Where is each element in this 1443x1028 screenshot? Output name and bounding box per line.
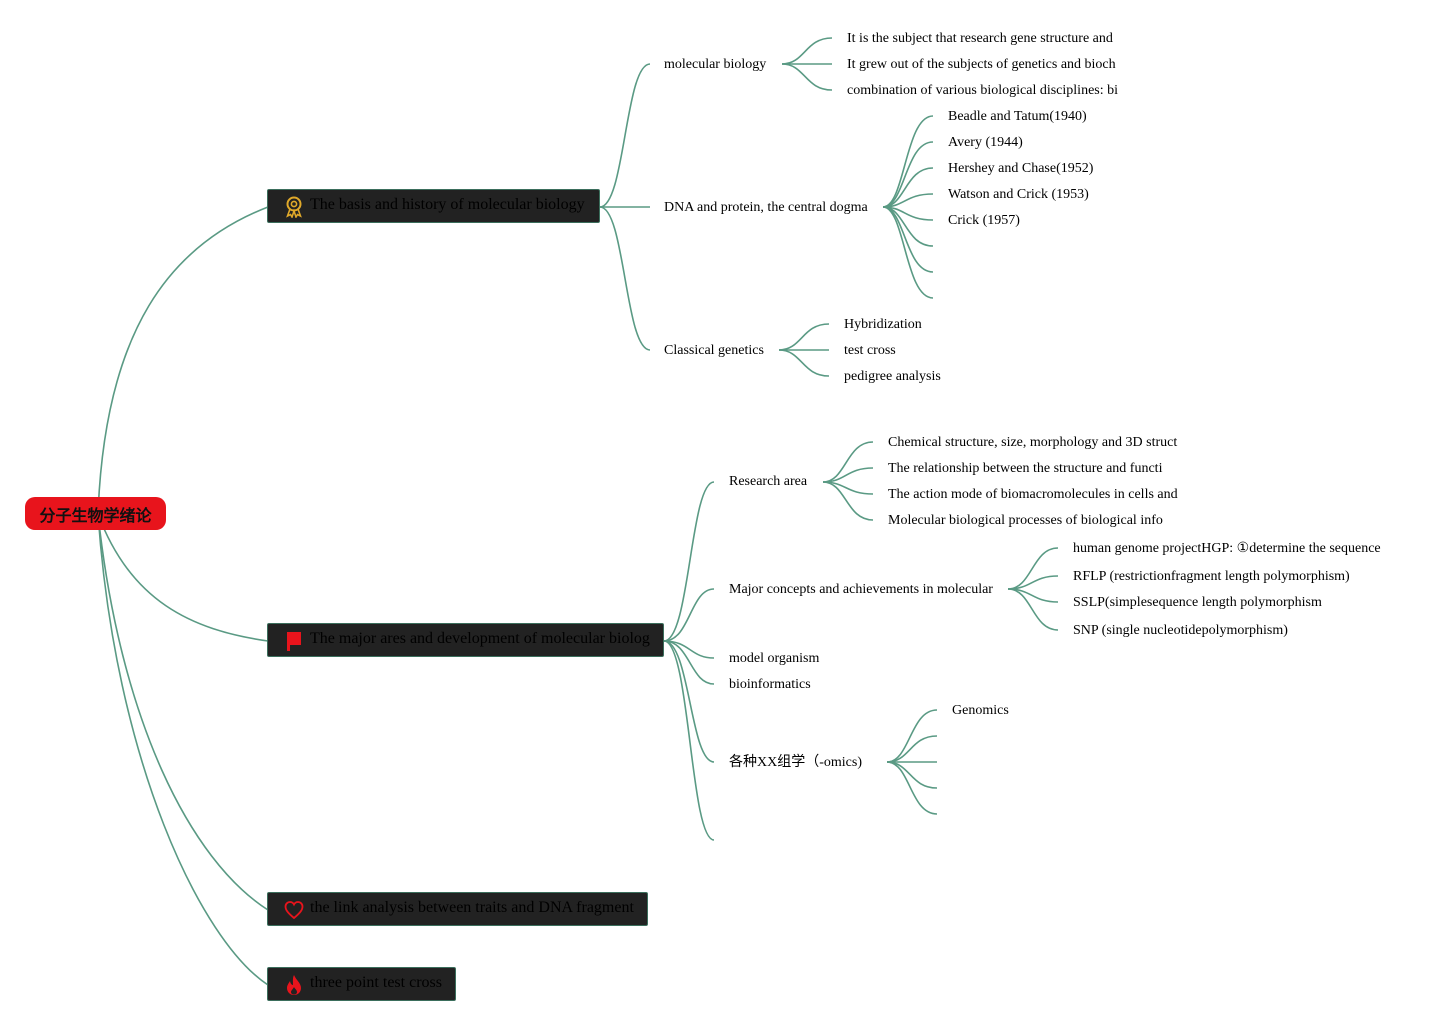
leaf-topic[interactable]: Hershey and Chase(1952) bbox=[948, 161, 1094, 176]
subtopic-molecular-biology[interactable]: molecular biology bbox=[664, 57, 767, 72]
leaf-topic[interactable]: Hybridization bbox=[844, 317, 922, 332]
root-topic-label: 分子生物学绪论 bbox=[39, 505, 152, 525]
leaf-topic[interactable]: The action mode of biomacromolecules in … bbox=[888, 487, 1178, 502]
main-topic-label: The basis and history of molecular biolo… bbox=[310, 196, 585, 213]
subtopic-bioinformatics[interactable]: bioinformatics bbox=[729, 677, 811, 692]
leaf-topic[interactable]: Chemical structure, size, morphology and… bbox=[888, 435, 1178, 450]
leaf-topic[interactable]: SSLP(simplesequence length polymorphism bbox=[1073, 595, 1322, 610]
subtopic-central-dogma[interactable]: DNA and protein, the central dogma bbox=[664, 200, 868, 215]
award-ribbon-icon bbox=[286, 196, 302, 218]
leaf-topic[interactable]: pedigree analysis bbox=[844, 369, 941, 384]
main-topic-label: the link analysis between traits and DNA… bbox=[310, 899, 634, 916]
subtopic-omics[interactable]: 各种XX组学（-omics) bbox=[729, 755, 862, 770]
leaf-topic[interactable]: The relationship between the structure a… bbox=[888, 461, 1163, 476]
leaf-topic[interactable]: SNP (single nucleotidepolymorphism) bbox=[1073, 623, 1288, 638]
leaf-topic[interactable]: Beadle and Tatum(1940) bbox=[948, 109, 1087, 124]
flag-icon bbox=[287, 632, 301, 651]
main-topic-major-areas[interactable]: The major ares and development of molecu… bbox=[267, 623, 664, 657]
flame-icon bbox=[287, 975, 301, 995]
leaf-topic[interactable]: It grew out of the subjects of genetics … bbox=[847, 57, 1116, 72]
leaf-topic[interactable]: It is the subject that research gene str… bbox=[847, 31, 1113, 46]
leaf-topic[interactable]: Molecular biological processes of biolog… bbox=[888, 513, 1163, 528]
leaf-topic[interactable]: human genome projectHGP: ①determine the … bbox=[1073, 541, 1381, 556]
leaf-topic[interactable]: combination of various biological discip… bbox=[847, 83, 1119, 98]
leaf-topic[interactable]: Genomics bbox=[952, 703, 1009, 718]
leaf-topic[interactable]: Crick (1957) bbox=[948, 213, 1020, 228]
leaf-topic[interactable]: test cross bbox=[844, 343, 896, 358]
heart-icon bbox=[284, 901, 304, 920]
leaf-topic[interactable]: Avery (1944) bbox=[948, 135, 1023, 150]
subtopic-model-organism[interactable]: model organism bbox=[729, 651, 820, 666]
subtopic-research-area[interactable]: Research area bbox=[729, 474, 808, 489]
main-topic-link-analysis[interactable]: the link analysis between traits and DNA… bbox=[267, 892, 648, 926]
subtopic-classical-genetics[interactable]: Classical genetics bbox=[664, 343, 764, 358]
leaf-topic[interactable]: RFLP (restrictionfragment length polymor… bbox=[1073, 569, 1350, 584]
subtopic-major-concepts[interactable]: Major concepts and achievements in molec… bbox=[729, 582, 993, 597]
main-topic-three-point-cross[interactable]: three point test cross bbox=[267, 967, 456, 1001]
root-topic[interactable]: 分子生物学绪论 bbox=[25, 497, 166, 530]
main-topic-label: The major ares and development of molecu… bbox=[310, 630, 650, 647]
main-topic-label: three point test cross bbox=[310, 974, 442, 991]
leaf-topic[interactable]: Watson and Crick (1953) bbox=[948, 187, 1089, 202]
main-topic-basis-history[interactable]: The basis and history of molecular biolo… bbox=[267, 189, 600, 223]
